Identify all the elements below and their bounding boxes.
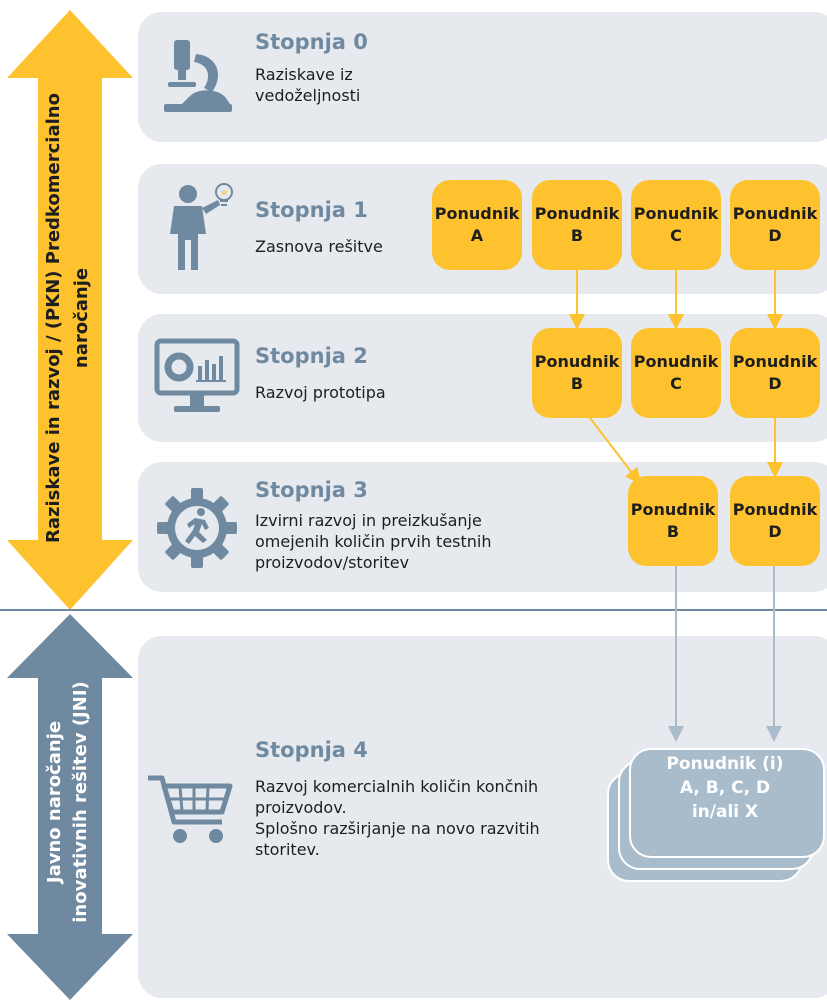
bidder-b-stage-2: Ponudnik B	[532, 328, 622, 418]
stage-4-description-line: proizvodov.	[255, 798, 347, 817]
stage-2-title: Stopnja 2	[255, 344, 368, 368]
bidder-letter: D	[768, 226, 782, 245]
bidder-label: Ponudnik	[732, 352, 818, 371]
stage-0-description: Raziskave iz vedoželjnosti	[255, 64, 360, 106]
connector-b-2-3	[589, 417, 641, 485]
stage-2-description-line: Razvoj prototipa	[255, 383, 386, 402]
stage-4-description: Razvoj komercialnih količin končnih proi…	[255, 776, 540, 860]
stage-4-description-line: storitev.	[255, 840, 320, 859]
bidder-c-stage-1: Ponudnik C	[631, 180, 721, 270]
bidder-letter: B	[570, 374, 584, 393]
stage-0-description-line: Raziskave iz	[255, 65, 353, 84]
stage-4-description-line: Splošno razširjanje na novo razvitih	[255, 819, 540, 838]
pkn-jni-separator	[0, 609, 827, 611]
bidder-d-stage-1: Ponudnik D	[730, 180, 820, 270]
person-idea-icon: w	[170, 183, 233, 270]
final-bidders-box	[629, 748, 825, 858]
stage-3-title: Stopnja 3	[255, 478, 368, 502]
final-bidders-line1: Ponudnik (i)	[666, 754, 784, 774]
stage-1-title: Stopnja 1	[255, 198, 368, 222]
stage-0-title: Stopnja 0	[255, 30, 368, 54]
bidder-b-stage-1: Ponudnik B	[532, 180, 622, 270]
bidder-label: Ponudnik	[534, 204, 620, 223]
bidder-d-stage-2: Ponudnik D	[730, 328, 820, 418]
bidder-c-stage-2: Ponudnik C	[631, 328, 721, 418]
shopping-cart-icon	[148, 775, 233, 843]
stage-3-description: Izvirni razvoj in preizkušanje omejenih …	[255, 510, 492, 573]
pkn-double-arrow	[7, 10, 133, 1000]
bidder-d-stage-3: Ponudnik D	[730, 476, 820, 566]
bidder-label: Ponudnik	[732, 204, 818, 223]
bidder-label: Ponudnik	[630, 500, 716, 519]
bidder-label: Ponudnik	[633, 352, 719, 371]
stage-4-title: Stopnja 4	[255, 738, 368, 762]
final-bidders-line3: in/ali X	[691, 802, 759, 822]
bidder-label: Ponudnik	[534, 352, 620, 371]
bidder-label: Ponudnik	[633, 204, 719, 223]
bidder-label: Ponudnik	[434, 204, 520, 223]
microscope-icon	[164, 40, 232, 112]
stage-1-description-line: Zasnova rešitve	[255, 237, 383, 256]
stage-0-panel	[138, 12, 827, 142]
bidder-letter: B	[666, 522, 680, 541]
bidder-letter: C	[670, 226, 682, 245]
stage-0-description-line: vedoželjnosti	[255, 86, 361, 105]
bidder-b-stage-3: Ponudnik B	[628, 476, 718, 566]
svg-text:w: w	[221, 188, 228, 197]
final-bidders-text: Ponudnik (i) A, B, C, D in/ali X	[629, 752, 821, 824]
stage-3-description-line: Izvirni razvoj in preizkušanje	[255, 511, 482, 530]
bidder-label: Ponudnik	[732, 500, 818, 519]
bidder-letter: A	[470, 226, 484, 245]
stage-3-description-line: proizvodov/storitev	[255, 553, 410, 572]
stage-4-description-line: Razvoj komercialnih količin končnih	[255, 777, 539, 796]
gear-runner-icon	[157, 488, 237, 568]
bidder-letter: B	[570, 226, 584, 245]
bidder-a-stage-1: Ponudnik A	[432, 180, 522, 270]
bidder-letter: D	[768, 522, 782, 541]
stage-1-description: Zasnova rešitve	[255, 236, 383, 257]
stage-3-description-line: omejenih količin prvih testnih	[255, 532, 492, 551]
bidder-letter: C	[670, 374, 682, 393]
final-bidders-line2: A, B, C, D	[679, 778, 771, 798]
stage-2-description: Razvoj prototipa	[255, 382, 386, 403]
monitor-chart-icon	[154, 338, 240, 412]
bidder-letter: D	[768, 374, 782, 393]
